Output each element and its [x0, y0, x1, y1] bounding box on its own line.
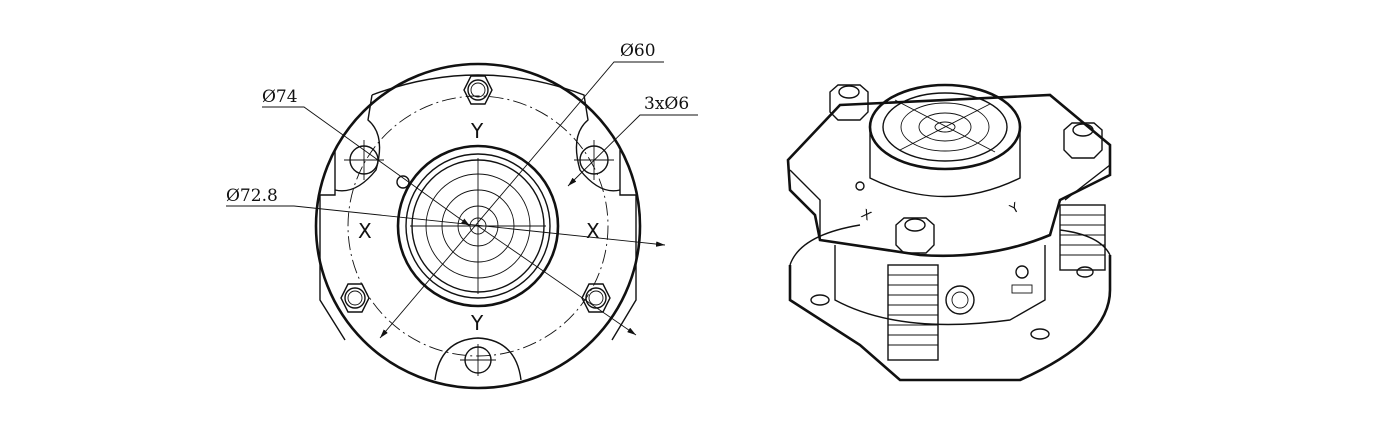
dimension-d60: Ø60: [620, 41, 656, 61]
dimension-d72-8: Ø72.8: [226, 186, 278, 206]
plate-outline: [319, 150, 637, 341]
spring-right: [1059, 204, 1106, 271]
upper-plate-edge: [334, 74, 621, 192]
axis-label-x: X: [858, 207, 873, 224]
axis-label-x-right: X: [586, 219, 600, 243]
front-view: Ø74 Ø72.8 Ø60 3xØ6 Y Y X X: [226, 41, 698, 390]
axis-label-y: Y: [1007, 200, 1022, 217]
axis-label-x-left: X: [358, 219, 372, 243]
hex-nut-icon: [463, 75, 493, 105]
top-plate: [786, 93, 1112, 258]
hex-nut-icon: [581, 283, 611, 313]
hex-nut-icon: [829, 84, 869, 121]
dimension-d74: Ø74: [262, 87, 298, 107]
spring-left: [887, 264, 939, 361]
hex-nut-icon: [1063, 122, 1103, 159]
hex-nut-icon: [340, 283, 370, 313]
outer-flange-circle: [314, 62, 642, 390]
base-flange: [788, 255, 1112, 382]
hex-nut-icon: [895, 217, 935, 254]
axis-label-y-bottom: Y: [470, 311, 484, 335]
axis-label-y-top: Y: [470, 119, 484, 143]
bottom-cutout: [434, 337, 522, 381]
mounting-hole: [460, 344, 496, 376]
dimension-holes: 3xØ6: [644, 94, 689, 114]
isometric-view: X Y: [786, 83, 1112, 382]
bubble-rim: [396, 144, 560, 308]
